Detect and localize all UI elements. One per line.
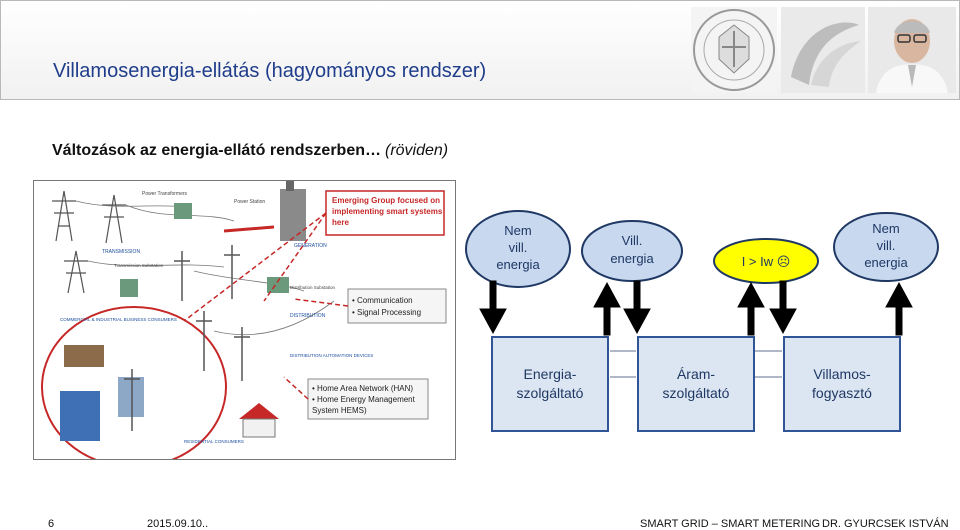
bubble-non-electric-left	[465, 210, 571, 288]
power-station-icon	[280, 189, 306, 241]
box1-line: szolgáltató	[517, 385, 584, 401]
han-box	[307, 378, 429, 420]
swirl-logo	[781, 7, 865, 93]
box2-line: Áram-	[677, 366, 715, 382]
label-power-transformers: Power Transformers	[142, 191, 188, 197]
label-residential: RESIDENTIAL CONSUMERS	[184, 439, 244, 444]
label-power-station: Power Station	[234, 199, 265, 205]
footer-date: 2015.09.10..	[147, 518, 209, 530]
warning-text: I > Iw ☹	[742, 254, 791, 269]
warning-bubble	[713, 238, 819, 284]
arrow-up-icon	[737, 281, 765, 336]
label-transmission: TRANSMISSION	[102, 249, 140, 255]
slide-subtitle: Változások az energia-ellátó rendszerben…	[52, 142, 448, 160]
label-distribution: DISTRIBUTION	[290, 313, 326, 319]
footer-author: DR. GYURCSEK ISTVÁN	[822, 518, 949, 530]
flow-arrows	[479, 280, 913, 336]
bubble-mid-line: energia	[610, 251, 654, 266]
highlight-circle	[41, 306, 227, 459]
bubble-left-line: vill.	[509, 240, 528, 255]
bubble-right-line: energia	[864, 255, 908, 270]
callout-box	[325, 190, 445, 236]
bubble-mid-line: Vill.	[622, 233, 643, 248]
transformer-icon	[174, 203, 192, 219]
energy-flow-diagram: Nem vill. energia Vill. energia I > Iw ☹…	[465, 210, 939, 432]
house-icon	[239, 403, 279, 419]
callout-line-3: here	[332, 218, 349, 227]
label-transmission-substation: Transmission Substation	[114, 263, 164, 268]
subtitle-italic: (röviden)	[385, 142, 449, 159]
callout-line-2: implementing smart systems	[332, 207, 443, 216]
factory-icon	[64, 345, 104, 367]
bubble-left-line: energia	[496, 257, 540, 272]
box-consumer	[783, 336, 901, 432]
substation-icon	[120, 279, 138, 297]
box2-line: szolgáltató	[663, 385, 730, 401]
label-automation: DISTRIBUTION AUTOMATION DEVICES	[290, 353, 373, 358]
footer: 6 2015.09.10.. SMART GRID – SMART METERI…	[0, 510, 960, 530]
comm-box	[347, 288, 447, 324]
bubble-left-line: Nem	[504, 223, 531, 238]
bubble-right-line: vill.	[877, 238, 896, 253]
comm-item: • Communication	[352, 296, 413, 305]
callout-line-1: Emerging Group focused on	[332, 196, 440, 205]
han-item: • Home Energy Management	[312, 395, 416, 404]
box-energy-provider	[491, 336, 609, 432]
box-power-provider	[637, 336, 755, 432]
han-item: System HEMS)	[312, 406, 367, 415]
label-generation: GENERATION	[294, 243, 327, 249]
arrow-down-icon	[479, 280, 507, 335]
page-number: 6	[48, 518, 55, 530]
bubble-electric-mid	[581, 220, 683, 282]
university-seal-logo	[691, 7, 777, 93]
comm-item: • Signal Processing	[352, 308, 421, 317]
transmission-tower-icon	[52, 190, 126, 294]
label-distribution-substation: Distribution Substation	[290, 285, 336, 290]
subtitle-bold: Változások az energia-ellátó rendszerben…	[52, 142, 381, 159]
utility-pole-icon	[124, 245, 250, 431]
box-connectors	[610, 350, 782, 378]
arrow-up-icon	[593, 281, 621, 336]
footer-topic: SMART GRID – SMART METERING	[640, 518, 821, 530]
label-commercial: COMMERCIAL & INDUSTRIAL BUSINESS CONSUME…	[60, 317, 177, 322]
box3-line: fogyasztó	[812, 385, 872, 401]
bubble-right-line: Nem	[872, 221, 899, 236]
arrow-up-icon	[885, 281, 913, 336]
han-item: • Home Area Network (HAN)	[312, 384, 413, 393]
smart-grid-diagram: Emerging Group focused on implementing s…	[33, 180, 456, 460]
bubble-non-electric-right	[833, 212, 939, 282]
arrow-down-icon	[769, 280, 797, 335]
page-title: Villamosenergia-ellátás (hagyományos ren…	[53, 60, 487, 82]
box3-line: Villamos-	[813, 366, 871, 382]
arrow-down-icon	[623, 280, 651, 335]
header-bar: Villamosenergia-ellátás (hagyományos ren…	[0, 0, 960, 100]
office-building-icon	[60, 391, 100, 441]
box1-line: Energia-	[524, 366, 577, 382]
distribution-substation-icon	[267, 277, 289, 293]
author-photo	[868, 7, 956, 93]
